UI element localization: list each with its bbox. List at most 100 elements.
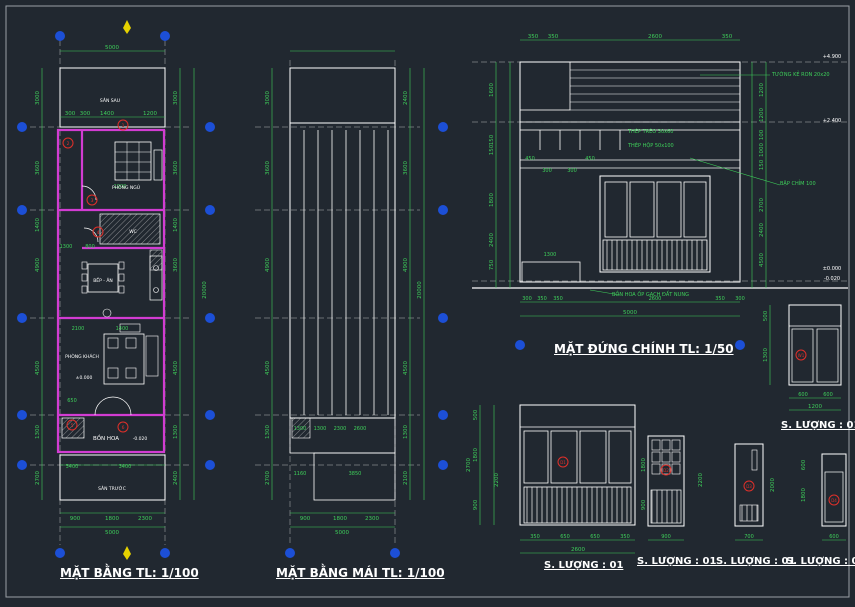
dimension-label: 1300 (544, 252, 557, 258)
elevation-dim-right: 4500 (759, 253, 765, 267)
elevation-dim-left: 150 (489, 134, 495, 145)
elevation-level-mark: +4.900 (823, 54, 842, 60)
elevation-dim-right: 100 (759, 129, 765, 140)
rear-yard-outline (59, 67, 166, 128)
room-label-rear-yard: SÂN SAU (100, 97, 120, 104)
plan-dim-total: 20000 (202, 281, 208, 299)
level-mark: ±0.000 (76, 375, 93, 381)
door-mark: D4 (831, 498, 837, 503)
elevation-dim-left: 1600 (489, 83, 495, 97)
dimension-label: 900 (661, 534, 671, 540)
elevation-level-mark: ±0.000 (823, 266, 842, 272)
dimension-label: 350 (528, 34, 539, 40)
dimension-label: 350 (620, 534, 630, 540)
roof-dim-left: 1300 (265, 425, 271, 439)
dimension-label: 5000 (105, 45, 119, 51)
dimension-label: 2600 (648, 34, 662, 40)
door-mark: D2 (663, 468, 669, 473)
plan-dim-left: 3000 (35, 91, 41, 105)
plan-dim-right: 3000 (173, 91, 179, 105)
dimension-label: 450 (525, 156, 535, 162)
dimension-label: 1000 (114, 184, 127, 190)
plan-dim-left: 4900 (35, 258, 41, 272)
plan-section-mark: 3 (91, 198, 94, 204)
plan-dim-right: 1400 (173, 218, 179, 232)
dimension-label: 650 (590, 534, 600, 540)
dimension-label: 1800 (333, 516, 347, 522)
room-label-living: PHÒNG KHÁCH (65, 353, 99, 360)
front-yard-outline (59, 454, 166, 501)
plan-section-mark: 2 (67, 141, 70, 147)
door-mark: D1 (560, 460, 566, 465)
schedule-label-d2: S. LƯỢNG : 01 (637, 556, 717, 567)
dimension-label: 3400 (119, 464, 132, 470)
door-dim: 1800 (801, 488, 807, 502)
dimension-label: 3850 (349, 471, 362, 477)
roof-dim-left: 2700 (265, 471, 271, 485)
dimension-label: 300 (522, 296, 532, 302)
dimension-label: 1300 (314, 426, 327, 432)
dimension-label: 1300 (294, 426, 307, 432)
elevation-dim-right: 2700 (759, 198, 765, 212)
elevation-dim-left: 1800 (489, 193, 495, 207)
dimension-label: 350 (537, 296, 547, 302)
roof-dim-left: 4900 (265, 258, 271, 272)
roof-dim-right: 4900 (403, 258, 409, 272)
elevation-dim-left: 2400 (489, 233, 495, 247)
elevation-dim-right: 150 (759, 159, 765, 170)
dimension-label: 1400 (100, 111, 114, 117)
dimension-label: 800 (85, 244, 95, 250)
plan-section-mark: 1 (122, 123, 125, 129)
north-arrow-top-icon (123, 20, 131, 34)
plan-dim-right: 2400 (173, 471, 179, 485)
dimension-label: 700 (744, 534, 754, 540)
plan-section-mark: 4 (97, 230, 100, 236)
dimension-label: 300 (542, 168, 552, 174)
roof-dim-left: 3600 (265, 161, 271, 175)
plan-dim-left: 1300 (35, 425, 41, 439)
level-mark: -0.020 (133, 436, 148, 442)
plan-dim-left: 3600 (35, 161, 41, 175)
elevation-dim-left: 750 (489, 259, 495, 270)
door-dim: 2200 (698, 473, 704, 487)
plan-dim-left: 2700 (35, 471, 41, 485)
dimension-label: 300 (735, 296, 745, 302)
roof-plan-title: MẶT BẰNG MÁI TL: 1/100 (276, 566, 445, 580)
elevation-level-mark: -0.020 (824, 276, 840, 282)
dimension-label: 350 (715, 296, 725, 302)
north-arrow-bottom-icon (123, 546, 131, 560)
door-dim: 2700 (466, 458, 472, 472)
dimension-label: 2600 (354, 426, 367, 432)
dimension-label: 1400 (116, 326, 129, 332)
door-window-schedule (479, 304, 847, 554)
dimension-label: 350 (530, 534, 540, 540)
door-dim: 1800 (473, 448, 479, 462)
dimension-label: 300 (80, 111, 91, 117)
door-dim: 900 (473, 499, 479, 510)
dimension-label: 900 (70, 516, 81, 522)
elevation-dim-right: 1200 (759, 108, 765, 122)
plan-section-mark: 6 (122, 425, 125, 431)
plan-section-mark: 5 (71, 423, 74, 429)
dimension-label: 600 (798, 392, 808, 398)
room-label-planter: BỒN HOA (93, 433, 119, 442)
dimension-label: 1160 (294, 471, 307, 477)
dimension-label: 650 (560, 534, 570, 540)
door-mark: W1 (798, 353, 805, 358)
elevation-note: THÉP HỘP 50x100 (627, 141, 674, 149)
room-label-bedroom: PHÒNG NGỦ (112, 183, 140, 191)
elevation-note: TƯỜNG KẺ RON 20x20 (771, 70, 830, 78)
elevation-note: BỒN HOA ỐP GẠCH ĐẤT NUNG (612, 289, 689, 298)
room-label-wc: WC (129, 229, 137, 235)
front-elevation (472, 39, 848, 350)
roof-plan (255, 50, 448, 558)
dimension-label: 5000 (105, 530, 119, 536)
plan-dim-right: 3600 (173, 161, 179, 175)
dimension-label: 1800 (105, 516, 119, 522)
plan-dim-left: 4500 (35, 361, 41, 375)
plan-dim-right: 4500 (173, 361, 179, 375)
schedule-label-d4: S. LƯỢNG : 01 (786, 556, 855, 567)
roof-dim-right: 2400 (403, 91, 409, 105)
elevation-dim-left: 150 (489, 144, 495, 155)
door-dim: 2200 (494, 473, 500, 487)
